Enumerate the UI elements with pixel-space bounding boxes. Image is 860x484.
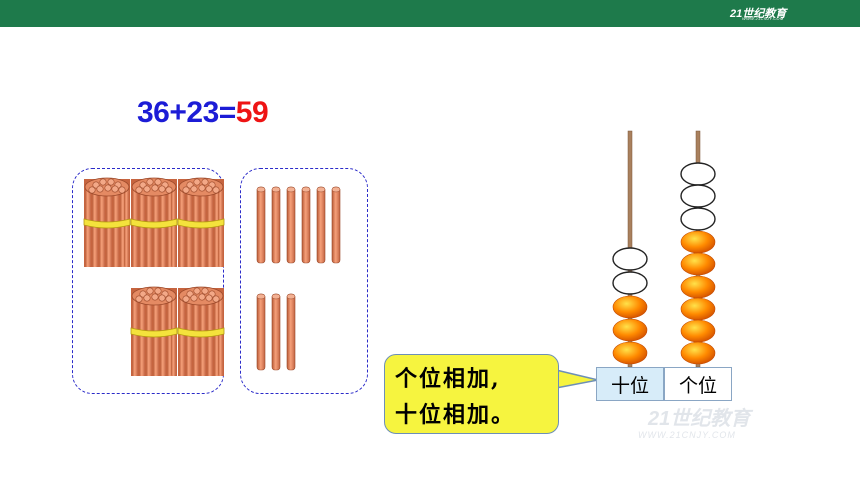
filled-bead: [612, 341, 648, 365]
filled-bead: [680, 252, 716, 276]
callout-line-1: 个位相加,: [395, 366, 501, 392]
brand-logo-subtext: WWW.21CNJY.COM: [742, 16, 784, 21]
callout-seam: [552, 368, 558, 391]
single-stick: [316, 186, 326, 264]
speech-bubble: 个位相加, 十位相加。: [384, 354, 559, 434]
filled-bead: [680, 230, 716, 254]
single-stick: [286, 186, 296, 264]
header-bar: 21世纪教育 WWW.21CNJY.COM: [0, 0, 860, 27]
single-stick: [256, 186, 266, 264]
ten-stick-bundle: [130, 177, 178, 268]
single-stick: [331, 186, 341, 264]
filled-bead: [612, 318, 648, 342]
ones-sticks-panel: [240, 168, 368, 394]
single-stick: [286, 293, 296, 371]
ten-stick-bundle: [83, 177, 131, 268]
equation-left-side: 36+23=: [137, 96, 236, 129]
filled-bead: [680, 319, 716, 343]
watermark-subtext: WWW.21CNJY.COM: [638, 430, 736, 440]
addition-equation: 36+23=59: [137, 96, 269, 130]
ones-place-label: 个位: [664, 367, 732, 401]
single-stick: [271, 293, 281, 371]
filled-bead: [612, 295, 648, 319]
watermark: 21世纪教育 WWW.21CNJY.COM: [638, 402, 751, 440]
empty-bead: [680, 207, 716, 231]
filled-bead: [680, 275, 716, 299]
single-stick: [256, 293, 266, 371]
ten-stick-bundle: [177, 177, 225, 268]
callout-line-2: 十位相加。: [395, 402, 516, 428]
single-stick: [271, 186, 281, 264]
empty-bead: [680, 162, 716, 186]
empty-bead: [680, 184, 716, 208]
tens-bundles-panel: [72, 168, 224, 394]
single-stick: [301, 186, 311, 264]
empty-bead: [612, 271, 648, 295]
ten-stick-bundle: [130, 286, 178, 377]
callout-pointer: [555, 369, 599, 389]
brand-logo-text: 21世纪教育: [730, 8, 787, 20]
ten-stick-bundle: [177, 286, 225, 377]
watermark-text: 21世纪教育: [648, 408, 751, 430]
filled-bead: [680, 341, 716, 365]
tens-place-label: 十位: [596, 367, 664, 401]
filled-bead: [680, 297, 716, 321]
brand-logo: 21世纪教育 WWW.21CNJY.COM: [730, 5, 786, 21]
equation-answer: 59: [235, 96, 269, 129]
empty-bead: [612, 247, 648, 271]
